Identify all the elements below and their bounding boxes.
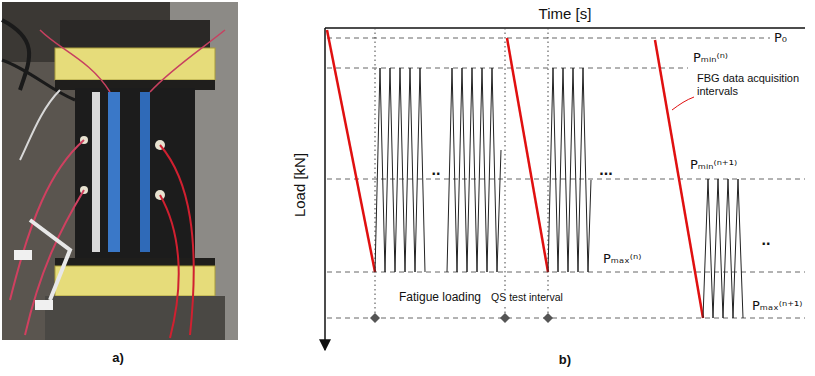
panel-label: a) [112,350,124,366]
continuation-dots: ... [599,160,612,179]
interval-label: QS test interval [489,291,565,304]
load-level: Pₘᵢₙ⁽ⁿ⁾ [693,50,728,66]
panel-label: b) [559,352,571,368]
annotation: FBG data acquisition intervals [697,72,809,98]
axis-title: Load [kN] [291,153,309,217]
test-photo [2,2,238,340]
load-level: Pₘₐₓ⁽ⁿ⁺¹⁾ [752,298,802,314]
interval-label: Fatigue loading [399,290,481,304]
axis-title: Time [s] [539,5,592,23]
load-level: Pₘₐₓ⁽ⁿ⁾ [603,251,641,267]
load-level: P₀ [774,30,787,46]
continuation-dots: .. [432,160,441,179]
load-level: Pₘᵢₙ⁽ⁿ⁺¹⁾ [690,157,737,173]
continuation-dots: .. [762,230,771,249]
